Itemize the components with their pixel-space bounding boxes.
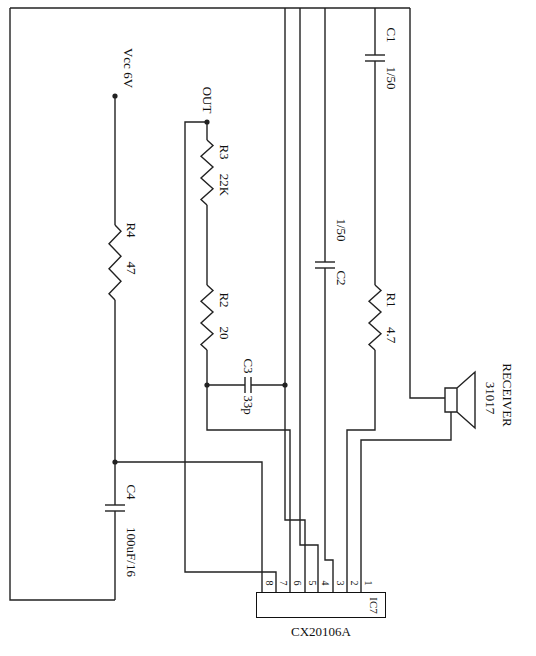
ic-package: IC7CX20106A [256,592,386,618]
resistor-symbol [109,225,121,300]
ground-bus [10,7,410,8]
part-value: 1/50 [335,217,348,242]
part-value: 33p [242,394,255,416]
part-name: R4 [125,221,138,238]
part-value: 4.7 [385,326,398,344]
ic-designator: IC7 [367,597,378,614]
ground-rail [10,8,115,600]
pin-wire [207,350,290,592]
part-value: 22K [218,173,231,197]
pin-number: 1 [363,580,373,587]
resistor-symbol [201,140,213,205]
part-value: 47 [125,261,138,276]
resistor-symbol [369,285,381,350]
pin-number: 7 [278,580,288,587]
pin-wire [361,412,451,592]
wire [251,384,285,385]
capacitor-symbol [365,54,385,55]
capacitor-symbol [315,261,335,262]
wire [114,462,115,505]
resistor-symbol [201,285,213,350]
pin-number: 2 [349,580,359,587]
pin-number: 8 [264,580,274,587]
part-name: R3 [218,143,231,160]
pin-number: 4 [320,580,330,587]
receiver-symbol [445,372,475,428]
pin-wire [185,122,276,592]
part-value: 100uF/16 [125,526,138,578]
wire [374,8,375,55]
part-value: 31017 [484,381,497,416]
pin-number: 5 [307,580,317,587]
pin-wire [325,268,333,592]
wire [207,384,245,385]
signal-name: OUT [201,86,214,115]
wire [114,300,115,462]
part-name: C4 [125,483,138,500]
wire [206,205,207,285]
ic-part-number: CX20106A [257,625,385,638]
part-name: C2 [335,269,348,286]
pin-wire [300,8,318,592]
part-name: C1 [385,26,398,43]
capacitor-symbol [105,504,125,505]
part-value: 1/50 [385,65,398,90]
wire [206,122,207,140]
wire [324,8,325,262]
pin-number: 6 [292,580,302,587]
wire [374,61,375,285]
capacitor-symbol [244,377,245,393]
part-name: R2 [218,291,231,308]
supply-label: Vcc 6V [122,47,135,89]
part-value: 20 [218,326,231,341]
pin-number: 3 [335,580,345,587]
part-name: RECEIVER [501,362,514,428]
wire [114,96,115,225]
part-name: C3 [242,357,255,374]
part-name: R1 [385,291,398,308]
wire [114,511,115,600]
wire [410,8,445,398]
pin-wire [285,8,305,592]
